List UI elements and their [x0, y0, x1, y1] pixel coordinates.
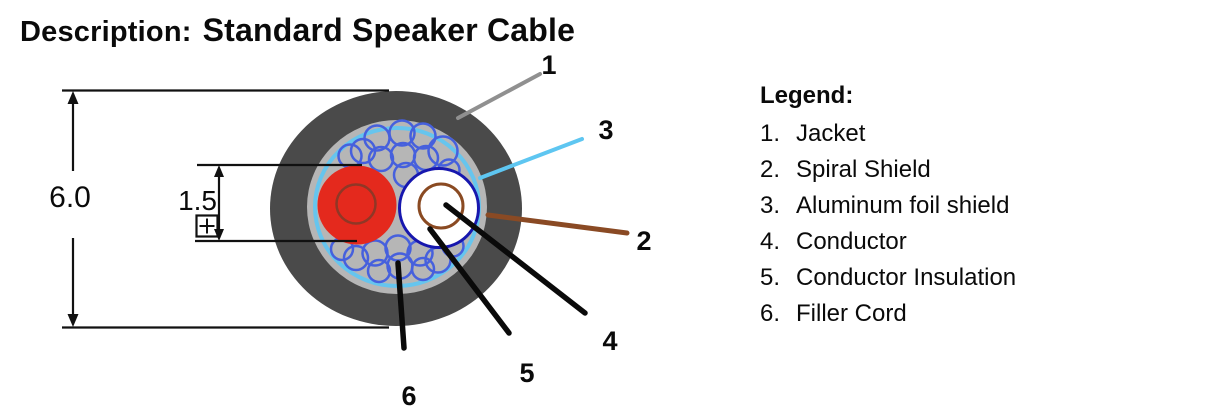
- leader-line-jacket: [456, 72, 542, 120]
- leader-line-filler-cord: [395, 260, 407, 351]
- callout-label-jacket: 1: [541, 50, 556, 80]
- legend-item-conductor-insulation: 5. Conductor Insulation: [760, 260, 1090, 296]
- spiral-shield-strand: [388, 119, 416, 147]
- legend-item-filler-cord: 6. Filler Cord: [760, 296, 1090, 332]
- legend: Legend: 1. Jacket 2. Spiral Shield 3. Al…: [760, 81, 1090, 332]
- dimension-outer: [62, 89, 389, 329]
- page-title: Description: Standard Speaker Cable: [20, 12, 575, 49]
- callout-label-conductor-insulation: 5: [519, 358, 534, 388]
- datum-box: [195, 214, 219, 238]
- title-cable-name: Standard Speaker Cable: [202, 12, 576, 48]
- legend-item-label: Jacket: [796, 120, 866, 147]
- spiral-shield-strand: [342, 244, 370, 272]
- legend-item-number: 2.: [760, 156, 781, 183]
- legend-item-label: Conductor Insulation: [796, 264, 1017, 291]
- arrowhead-inner-up: [214, 165, 224, 177]
- callout-label-filler-cord: 6: [401, 381, 416, 411]
- datum-plus-symbol: [195, 214, 219, 238]
- legend-item-conductor: 4. Conductor: [760, 224, 1090, 260]
- outer-diameter-value: 6.0: [49, 181, 91, 214]
- leader-line-foil-shield: [478, 137, 584, 180]
- legend-item-number: 5.: [760, 264, 781, 291]
- legend-item-number: 4.: [760, 228, 781, 255]
- legend-item-jacket: 1. Jacket: [760, 116, 1090, 152]
- callout-label-foil-shield: 3: [598, 115, 613, 145]
- legend-item-number: 1.: [760, 120, 781, 147]
- legend-item-aluminum-foil-shield: 3. Aluminum foil shield: [760, 188, 1090, 224]
- leader-line-conductor: [443, 202, 588, 316]
- dimension-inner: [195, 163, 362, 243]
- legend-item-number: 3.: [760, 192, 781, 219]
- legend-item-number: 6.: [760, 300, 781, 327]
- spiral-shield-strand: [366, 258, 392, 284]
- title-description-label: Description:: [20, 16, 192, 48]
- arrowhead-up: [67, 91, 79, 104]
- spiral-shield-strand: [427, 135, 459, 167]
- spiral-shield-strand: [410, 256, 436, 282]
- callout-label-spiral-shield: 2: [636, 226, 651, 256]
- arrowhead-inner-down: [214, 229, 224, 241]
- legend-item-label: Spiral Shield: [796, 156, 931, 183]
- arrowhead-down: [67, 314, 79, 327]
- insulation-diameter-value: 1.5: [178, 185, 217, 216]
- legend-item-label: Filler Cord: [796, 300, 907, 327]
- spiral-shield-strands: [329, 119, 465, 284]
- conductor-left-ring: [335, 183, 377, 225]
- conductor-right-ring: [417, 182, 465, 230]
- legend-item-label: Aluminum foil shield: [796, 192, 1010, 219]
- spiral-shield-strand: [367, 145, 395, 173]
- legend-item-label: Conductor: [796, 228, 907, 255]
- conductor-insulation-white: [398, 167, 480, 249]
- leader-line-conductor-insulation: [427, 226, 512, 336]
- conductor-insulation-red: [317, 165, 397, 245]
- leader-line-spiral-shield: [485, 212, 630, 236]
- callout-label-conductor: 4: [602, 326, 617, 356]
- legend-title: Legend:: [760, 82, 854, 109]
- legend-item-spiral-shield: 2. Spiral Shield: [760, 152, 1090, 188]
- spiral-shield-strand: [409, 122, 437, 150]
